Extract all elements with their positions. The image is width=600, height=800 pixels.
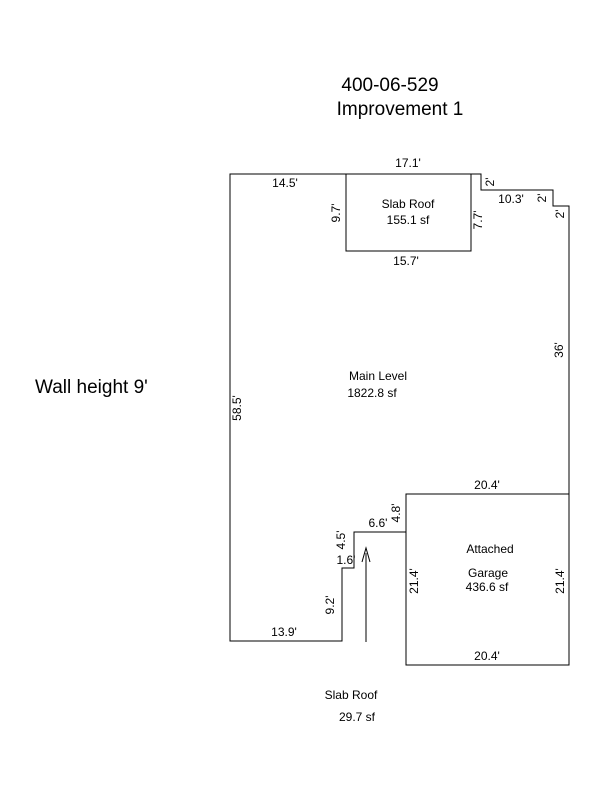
improvement-title: Improvement 1: [337, 99, 464, 120]
garage-area: 436.6 sf: [466, 580, 509, 594]
garage-name-line2: Garage: [468, 566, 508, 580]
dim-step-c: 2': [553, 210, 567, 219]
parcel-id: 400-06-529: [341, 75, 438, 96]
dim-bump-top: 6.6': [369, 516, 388, 530]
wall-height-label: Wall height 9': [35, 377, 148, 398]
main-level-name: Main Level: [349, 369, 407, 383]
dim-step-mid: 10.3': [498, 192, 524, 206]
dim-garage-top: 20.4': [474, 478, 500, 492]
dim-notch-left: 9.2': [323, 596, 337, 615]
slab-roof-bottom-area: 29.7 sf: [339, 710, 376, 724]
dim-slab-right: 7.7': [471, 211, 485, 230]
slab-roof-outline: [345, 174, 472, 252]
garage-name-line1: Attached: [466, 542, 513, 556]
dim-bottom-left: 13.9': [271, 625, 297, 639]
entry-arrow-head: [361, 546, 371, 563]
dim-right-side: 36': [552, 342, 566, 358]
main-level-outline: [229, 173, 570, 642]
dim-garage-right: 21.4': [553, 568, 567, 594]
dim-garage-left: 21.4': [407, 568, 421, 594]
dim-top-total: 17.1': [395, 156, 421, 170]
dim-garage-bottom: 20.4': [474, 649, 500, 663]
dim-left-side: 58.5': [230, 395, 244, 421]
dim-top-left: 14.5': [272, 176, 298, 190]
dim-slab-bottom: 15.7': [393, 254, 419, 268]
slab-roof-bottom-name: Slab Roof: [325, 688, 378, 702]
slab-roof-top-area: 155.1 sf: [387, 213, 430, 227]
dim-slab-left: 9.7': [329, 204, 343, 223]
dim-step-a: 2': [483, 178, 497, 187]
dim-step-b: 2': [535, 194, 549, 203]
dim-bump-left: 4.5': [334, 531, 348, 550]
slab-roof-top-name: Slab Roof: [382, 197, 435, 211]
garage-outline: [405, 493, 570, 666]
dim-bump-bottom: 1.6': [337, 553, 356, 567]
dim-bump-right: 4.8': [389, 504, 403, 523]
main-level-area: 1822.8 sf: [347, 386, 397, 400]
